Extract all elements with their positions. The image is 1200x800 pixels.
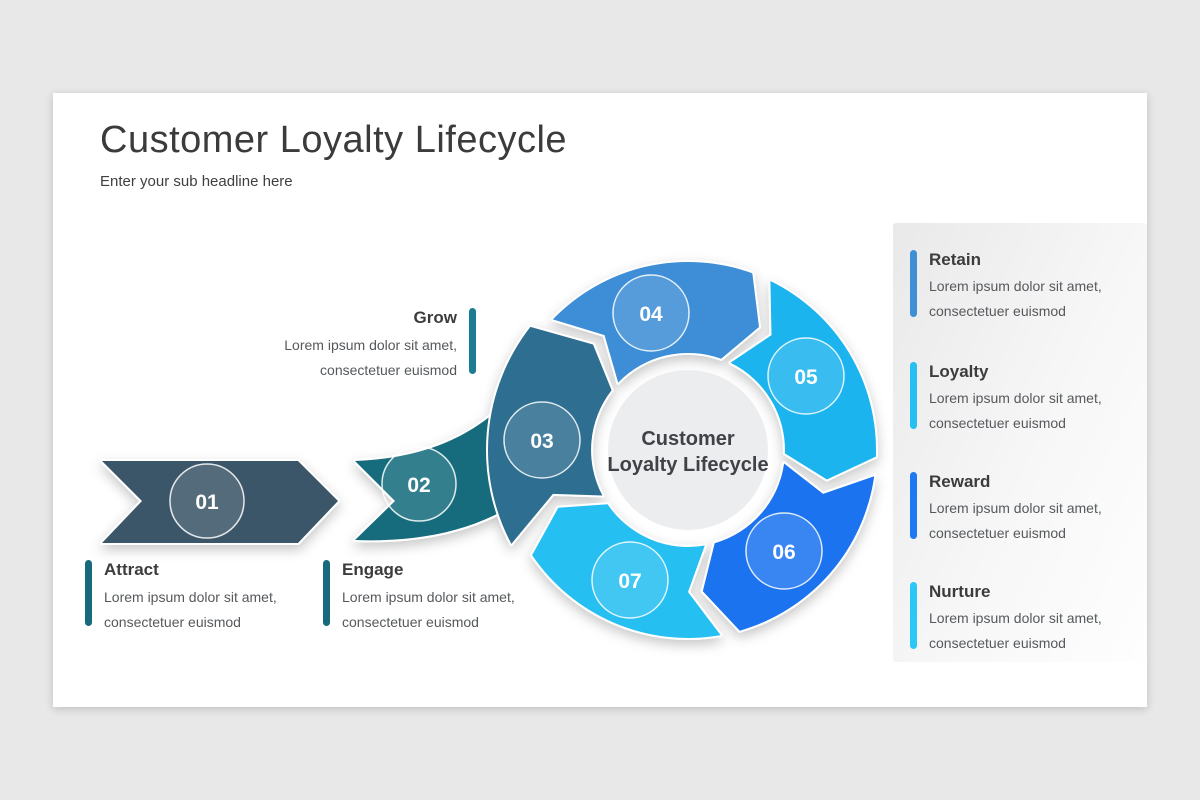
step-06-badge-circle [745,512,823,590]
sidebar-item-retain: Retain Lorem ipsum dolor sit amet, conse… [910,250,1102,324]
sidebar-retain-desc-line1: Lorem ipsum dolor sit amet, [929,278,1102,294]
sidebar-loyalty-title: Loyalty [929,362,989,381]
callout-grow-desc: Lorem ipsum dolor sit amet, consectetuer… [284,333,457,383]
sidebar-reward-desc-line1: Lorem ipsum dolor sit amet, [929,500,1102,516]
step-07-badge-circle [591,541,669,619]
callout-engage-desc-line2: consectetuer euismod [342,614,479,630]
side-panel: Retain Lorem ipsum dolor sit amet, conse… [893,223,1147,662]
slide-subtitle: Enter your sub headline here [100,173,293,190]
callout-engage-text: Engage Lorem ipsum dolor sit amet, conse… [342,560,515,635]
sidebar-reward-text: Reward Lorem ipsum dolor sit amet, conse… [929,472,1102,546]
sidebar-loyalty-text: Loyalty Lorem ipsum dolor sit amet, cons… [929,362,1102,436]
step-02-number: 02 [407,474,430,497]
step-06-number: 06 [772,541,795,564]
center-circle [608,370,768,530]
center-label-line1: Customer [641,428,735,450]
sidebar-retain-desc-line2: consectetuer euismod [929,303,1066,319]
callout-grow-accent-bar [469,308,476,374]
sidebar-retain-accent-bar [910,250,917,317]
sidebar-reward-desc: Lorem ipsum dolor sit amet, consectetuer… [929,496,1102,546]
callout-grow: Grow Lorem ipsum dolor sit amet, consect… [284,308,476,383]
sidebar-nurture-desc: Lorem ipsum dolor sit amet, consectetuer… [929,606,1102,656]
callout-grow-text: Grow Lorem ipsum dolor sit amet, consect… [284,308,457,383]
step-05-badge-circle [767,337,845,415]
slide-card: Customer Loyalty Lifecycle Enter your su… [53,93,1147,707]
callout-grow-desc-line1: Lorem ipsum dolor sit amet, [284,337,457,353]
step-04-number: 04 [639,303,663,326]
step-07-badge: 07 [591,541,669,619]
callout-engage-accent-bar [323,560,330,626]
callout-attract: Attract Lorem ipsum dolor sit amet, cons… [85,560,277,635]
sidebar-retain-title: Retain [929,250,981,269]
step-04-badge-circle [612,274,690,352]
sidebar-loyalty-desc: Lorem ipsum dolor sit amet, consectetuer… [929,386,1102,436]
callout-engage-title: Engage [342,560,404,579]
sidebar-item-reward: Reward Lorem ipsum dolor sit amet, conse… [910,472,1102,546]
sidebar-nurture-desc-line2: consectetuer euismod [929,635,1066,651]
slide-title: Customer Loyalty Lifecycle [100,119,568,161]
ring-segment-03 [486,324,614,546]
sidebar-item-nurture: Nurture Lorem ipsum dolor sit amet, cons… [910,582,1102,656]
sidebar-reward-desc-line2: consectetuer euismod [929,525,1066,541]
ring-segment-06 [700,461,877,633]
ring-segment-05 [728,279,878,482]
sidebar-retain-text: Retain Lorem ipsum dolor sit amet, conse… [929,250,1102,324]
center-label-line2: Loyalty Lifecycle [607,454,768,476]
step-07-number: 07 [618,570,641,593]
callout-attract-desc-line1: Lorem ipsum dolor sit amet, [104,589,277,605]
step-01-number: 01 [195,491,219,514]
callout-grow-desc-line2: consectetuer euismod [320,362,457,378]
sidebar-nurture-text: Nurture Lorem ipsum dolor sit amet, cons… [929,582,1102,656]
sidebar-reward-title: Reward [929,472,991,491]
callout-engage: Engage Lorem ipsum dolor sit amet, conse… [323,560,515,635]
sidebar-nurture-accent-bar [910,582,917,649]
callout-attract-desc: Lorem ipsum dolor sit amet, consectetuer… [104,585,277,635]
ring-segment-04 [550,260,761,385]
sidebar-reward-accent-bar [910,472,917,539]
step-03-badge: 03 [503,401,581,479]
step-05-badge: 05 [767,337,845,415]
callout-engage-desc-line1: Lorem ipsum dolor sit amet, [342,589,515,605]
callout-attract-text: Attract Lorem ipsum dolor sit amet, cons… [104,560,277,635]
step-01-badge: 01 [169,463,245,539]
sidebar-nurture-desc-line1: Lorem ipsum dolor sit amet, [929,610,1102,626]
step-03-number: 03 [530,430,553,453]
step-03-badge-circle [503,401,581,479]
sidebar-nurture-title: Nurture [929,582,991,601]
callout-grow-title: Grow [413,308,457,327]
callout-attract-accent-bar [85,560,92,626]
ring-segment-07 [530,502,723,640]
callout-engage-desc: Lorem ipsum dolor sit amet, consectetuer… [342,585,515,635]
sidebar-retain-desc: Lorem ipsum dolor sit amet, consectetuer… [929,274,1102,324]
callout-attract-title: Attract [104,560,159,579]
step-05-number: 05 [794,366,818,389]
step-02-badge: 02 [381,446,457,522]
lifecycle-cycle-diagram: Customer Loyalty Lifecycle 01 02 03 04 0… [100,260,878,640]
sidebar-loyalty-desc-line1: Lorem ipsum dolor sit amet, [929,390,1102,406]
sidebar-loyalty-desc-line2: consectetuer euismod [929,415,1066,431]
sidebar-loyalty-accent-bar [910,362,917,429]
banner-step-01 [100,459,340,545]
sidebar-item-loyalty: Loyalty Lorem ipsum dolor sit amet, cons… [910,362,1102,436]
step-06-badge: 06 [745,512,823,590]
step-04-badge: 04 [612,274,690,352]
step-01-badge-circle [169,463,245,539]
step-02-badge-circle [381,446,457,522]
callout-attract-desc-line2: consectetuer euismod [104,614,241,630]
